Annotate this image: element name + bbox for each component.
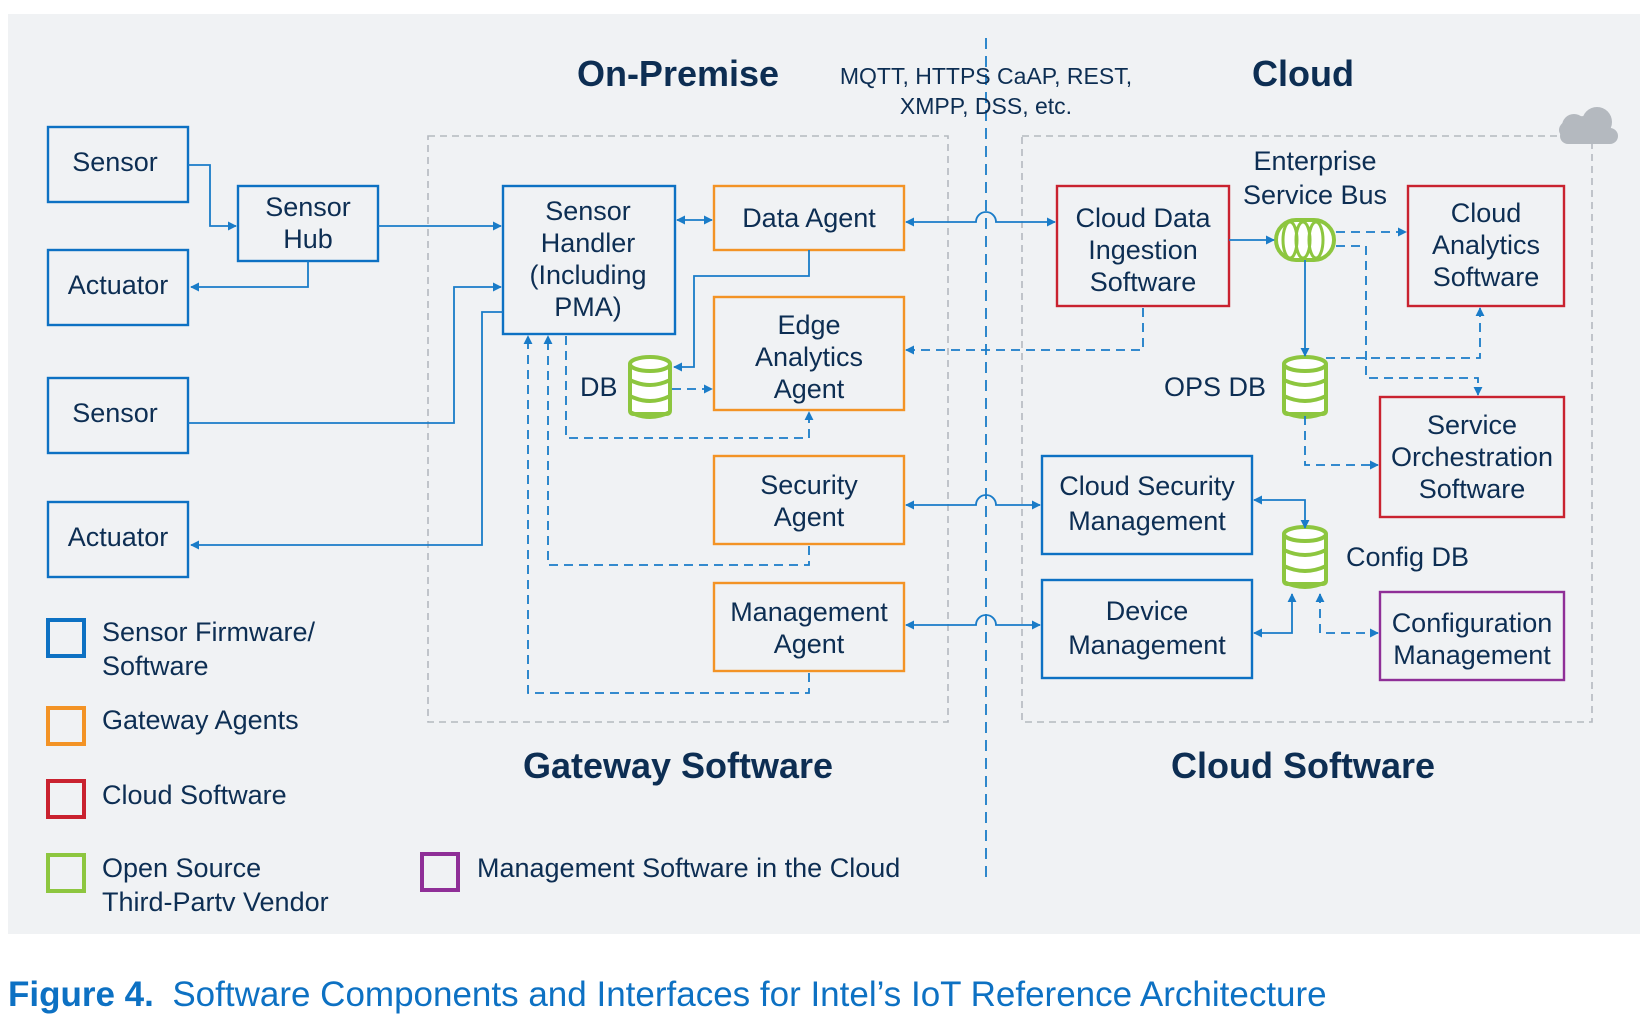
esb-label-line-1: Enterprise xyxy=(1253,146,1376,176)
svg-text:Software: Software xyxy=(102,651,209,681)
figure-title: Software Components and Interfaces for I… xyxy=(172,975,1326,1014)
svg-text:Cloud Security: Cloud Security xyxy=(1059,471,1235,501)
management-agent-box: Management Agent xyxy=(712,581,906,673)
svg-text:Orchestration: Orchestration xyxy=(1391,442,1553,472)
svg-text:Management: Management xyxy=(1393,640,1551,670)
database-icon xyxy=(1282,525,1328,589)
svg-text:Actuator: Actuator xyxy=(68,522,169,552)
esb-label-line-2: Service Bus xyxy=(1243,180,1387,210)
edge-analytics-agent-box: Edge Analytics Agent xyxy=(712,295,906,412)
svg-text:Software: Software xyxy=(1433,262,1540,292)
legend-cloud-software: Cloud Software xyxy=(46,779,287,819)
svg-text:Sensor Firmware/: Sensor Firmware/ xyxy=(102,617,316,647)
svg-text:Management: Management xyxy=(730,597,888,627)
svg-text:Sensor: Sensor xyxy=(72,398,158,428)
svg-text:Ingestion: Ingestion xyxy=(1088,235,1198,265)
svg-text:(Including: (Including xyxy=(529,260,646,290)
figure-caption: Figure 4. Software Components and Interf… xyxy=(8,975,1327,1014)
svg-text:Agent: Agent xyxy=(774,374,845,404)
svg-text:Management: Management xyxy=(1068,630,1226,660)
actuator-2-box: Actuator xyxy=(46,500,190,579)
diagram-panel xyxy=(8,14,1640,934)
svg-text:PMA): PMA) xyxy=(554,292,622,322)
on-premise-heading: On-Premise xyxy=(577,53,779,94)
service-orchestration-box: Service Orchestration Software xyxy=(1378,395,1566,519)
svg-text:Security: Security xyxy=(760,470,858,500)
svg-text:Software: Software xyxy=(1419,474,1526,504)
svg-text:Cloud: Cloud xyxy=(1451,198,1522,228)
cloud-software-heading: Cloud Software xyxy=(1171,745,1435,786)
cloud-heading: Cloud xyxy=(1252,53,1354,94)
svg-text:Service: Service xyxy=(1427,410,1517,440)
cloud-icon xyxy=(1559,107,1618,144)
svg-text:Sensor: Sensor xyxy=(545,196,631,226)
gateway-software-heading: Gateway Software xyxy=(523,745,833,786)
svg-text:Cloud Software: Cloud Software xyxy=(102,780,287,810)
svg-text:Cloud Data: Cloud Data xyxy=(1075,203,1211,233)
connectors xyxy=(188,164,1485,694)
cloud-analytics-box: Cloud Analytics Software xyxy=(1406,184,1566,308)
security-agent-box: Security Agent xyxy=(712,454,906,546)
service-bus-icon xyxy=(1274,218,1336,262)
svg-text:Analytics: Analytics xyxy=(755,342,863,372)
svg-text:Agent: Agent xyxy=(774,629,845,659)
svg-text:Agent: Agent xyxy=(774,502,845,532)
svg-text:Third-Partv Vendor: Third-Partv Vendor xyxy=(102,887,329,917)
configuration-management-box: Configuration Management xyxy=(1378,590,1566,682)
legend-open-source: Open Source Third-Partv Vendor xyxy=(46,853,329,917)
svg-text:Configuration: Configuration xyxy=(1392,608,1553,638)
config-db-label: Config DB xyxy=(1346,542,1469,572)
svg-text:Software: Software xyxy=(1090,267,1197,297)
figure-label: Figure 4. xyxy=(8,975,154,1014)
svg-text:Device: Device xyxy=(1106,596,1189,626)
svg-text:Edge: Edge xyxy=(777,310,840,340)
cloud-region xyxy=(1021,135,1593,723)
cloud-data-ingestion-box: Cloud Data Ingestion Software xyxy=(1055,184,1231,308)
database-icon xyxy=(1282,355,1328,419)
svg-text:Data Agent: Data Agent xyxy=(742,203,876,233)
db-label: DB xyxy=(580,372,618,402)
sensor-hub-box: Sensor Hub xyxy=(236,184,380,263)
ops-db-label: OPS DB xyxy=(1164,372,1266,402)
svg-text:Actuator: Actuator xyxy=(68,270,169,300)
svg-text:Handler: Handler xyxy=(541,228,636,258)
protocols-line-2: XMPP, DSS, etc. xyxy=(900,93,1072,119)
database-icon xyxy=(628,355,672,419)
svg-text:Gateway Agents: Gateway Agents xyxy=(102,705,299,735)
svg-text:Management: Management xyxy=(1068,506,1226,536)
sensor-2-box: Sensor xyxy=(46,376,190,455)
svg-text:Hub: Hub xyxy=(283,224,333,254)
data-agent-box: Data Agent xyxy=(712,184,906,252)
actuator-1-box: Actuator xyxy=(46,248,190,327)
svg-text:Analytics: Analytics xyxy=(1432,230,1540,260)
legend-management-cloud: Management Software in the Cloud xyxy=(420,852,900,892)
sensor-handler-box: Sensor Handler (Including PMA) xyxy=(501,184,677,336)
svg-text:Sensor: Sensor xyxy=(72,147,158,177)
legend: Sensor Firmware/ Software Gateway Agents… xyxy=(46,617,900,917)
svg-text:Sensor: Sensor xyxy=(265,192,351,222)
legend-gateway-agents: Gateway Agents xyxy=(46,705,299,746)
svg-text:Management Software in the Clo: Management Software in the Cloud xyxy=(477,853,900,883)
svg-text:Open Source: Open Source xyxy=(102,853,261,883)
legend-sensor-firmware: Sensor Firmware/ Software xyxy=(46,617,316,681)
cloud-security-management-box: Cloud Security Management xyxy=(1040,454,1254,556)
device-management-box: Device Management xyxy=(1040,578,1254,680)
protocols-line-1: MQTT, HTTPS CaAP, REST, xyxy=(840,63,1132,89)
